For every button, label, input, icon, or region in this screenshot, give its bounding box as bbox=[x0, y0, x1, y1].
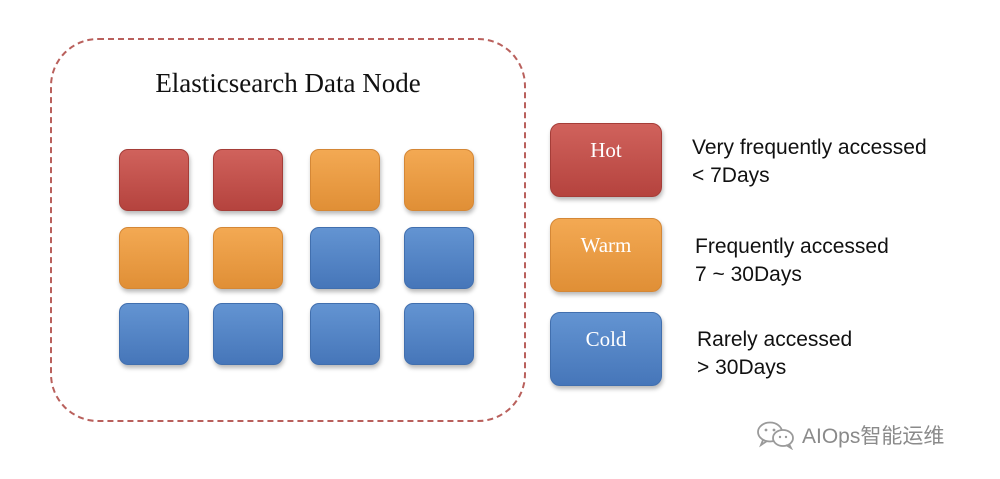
shard-warm bbox=[404, 149, 474, 211]
watermark-text: AIOps智能运维 bbox=[802, 425, 945, 448]
shard-warm bbox=[310, 149, 380, 211]
legend-warm-label: Warm bbox=[580, 233, 632, 257]
legend-hot-box: Hot bbox=[550, 123, 662, 197]
legend-hot-access: Very frequently accessed bbox=[692, 136, 927, 159]
legend-warm-age: 7 ~ 30Days bbox=[695, 263, 802, 286]
legend-hot-label: Hot bbox=[590, 138, 622, 162]
data-node-title: Elasticsearch Data Node bbox=[155, 68, 421, 98]
legend-warm-box: Warm bbox=[550, 218, 662, 292]
legend-cold-age: > 30Days bbox=[697, 356, 787, 379]
legend-cold-box: Cold bbox=[550, 312, 662, 386]
legend-warm-description: Frequently accessed 7 ~ 30Days bbox=[695, 233, 889, 289]
shard-warm bbox=[213, 227, 283, 289]
shard-cold bbox=[119, 303, 189, 365]
data-node-container bbox=[50, 38, 526, 422]
shard-cold bbox=[310, 303, 380, 365]
legend-cold-label: Cold bbox=[585, 327, 627, 351]
shard-cold bbox=[404, 227, 474, 289]
legend-hot-description: Very frequently accessed < 7Days bbox=[692, 134, 927, 190]
legend-cold-description: Rarely accessed > 30Days bbox=[697, 326, 852, 382]
shard-cold bbox=[310, 227, 380, 289]
legend-cold-access: Rarely accessed bbox=[697, 328, 853, 351]
legend-warm-access: Frequently accessed bbox=[695, 235, 889, 258]
wechat-icon bbox=[757, 421, 794, 450]
legend-hot-age: < 7Days bbox=[692, 164, 770, 187]
watermark: AIOps智能运维 bbox=[756, 420, 944, 450]
shard-cold bbox=[404, 303, 474, 365]
shard-hot bbox=[119, 149, 189, 211]
shard-hot bbox=[213, 149, 283, 211]
shard-warm bbox=[119, 227, 189, 289]
shard-cold bbox=[213, 303, 283, 365]
